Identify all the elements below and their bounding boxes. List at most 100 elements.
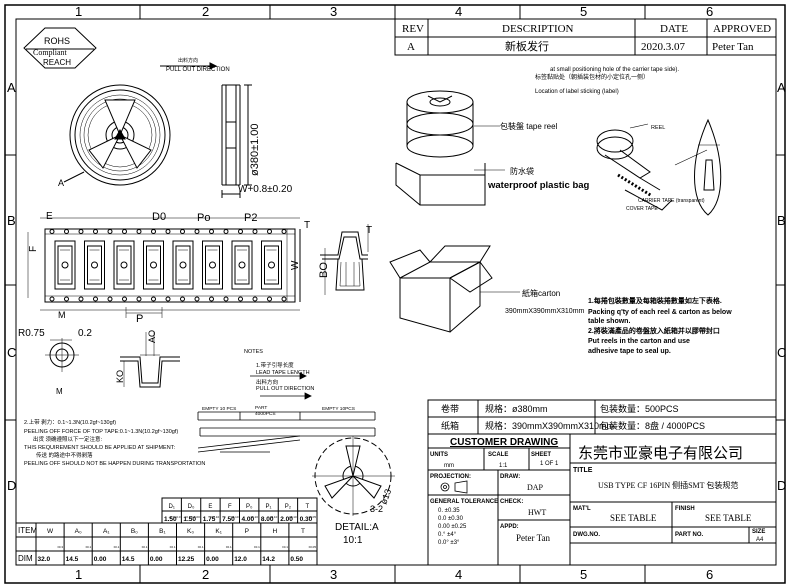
carrier-tape-label: CARRIER TAPE (transparent)	[638, 198, 705, 204]
row-label-d-right: D	[777, 478, 786, 493]
sheet-value: 1 OF 1	[540, 461, 559, 467]
description-value: 新板发行	[505, 39, 549, 53]
carton-label: 紙箱carton	[522, 288, 560, 298]
dim-upper-tolerance: ±0.10	[250, 515, 258, 519]
sprocket-hole	[78, 296, 84, 302]
date-header: DATE	[660, 23, 688, 35]
sprocket-hole	[122, 296, 127, 302]
sheet-label: SHEET	[531, 452, 551, 458]
rev-header: REV	[402, 23, 424, 35]
dim-upper-tolerance: ±0.10	[212, 515, 220, 519]
labeled-reel-illustration	[596, 118, 722, 216]
tape-label-e: E	[46, 211, 53, 222]
title-block	[427, 433, 777, 566]
packing-notes: 1.每捲包裝數量及每箱裝捲數量如左下表格. Packing q'ty of ea…	[588, 296, 732, 355]
sprocket-hole	[252, 229, 258, 234]
outer-frame	[4, 4, 786, 584]
sprocket-hole	[238, 229, 243, 234]
detail-a-dim1: ø13	[378, 488, 393, 506]
appd-label: APPD:	[500, 524, 519, 530]
rohs-badge: ROHS Compliant REACH	[23, 27, 97, 69]
note-2-a: 2.上带 剥力：0.1~1.3N(10.2gf~130gf)	[24, 418, 116, 426]
notes-block: NOTES 1.带子引导长度 LEAD TAPE LENGTH 出料方向 PUL…	[24, 349, 314, 467]
pack-reel-qty: 包装数量：500PCS	[600, 403, 679, 414]
column-ticks	[5, 5, 785, 583]
sprocket-hole	[180, 296, 185, 302]
col-label-1: 1	[75, 4, 82, 19]
row-label-a-right: A	[777, 80, 786, 95]
date-value: 2020.3.07	[641, 41, 686, 53]
dim-lower-header: B₀	[131, 528, 138, 535]
tolerance-2: 0.0 ±0.30	[438, 516, 464, 522]
empty-right-label: EMPTY 10PCS	[322, 406, 355, 412]
dim-upper-header: P₁	[266, 504, 272, 510]
row-label-a: A	[7, 80, 16, 95]
sprocket-hole	[223, 229, 229, 234]
sprocket-hole	[165, 296, 171, 302]
item-label: ITEM	[18, 526, 37, 535]
note-2-b: PEELING OFF FORCE OF TOP TAPE:0.1~1.3N(1…	[24, 429, 178, 435]
note-1-cn: 1.带子引导长度	[256, 361, 294, 369]
dim-lower-header: A₁	[103, 528, 110, 535]
dim-lower-value: 12.25	[178, 556, 195, 563]
tape-label-t2: T	[366, 225, 372, 236]
compliant-label: Compliant	[33, 48, 68, 57]
tape-label-bo: BO	[318, 262, 330, 278]
tape-label-f: F	[28, 246, 39, 252]
tape-label-p2: P2	[244, 212, 257, 224]
dim-lower-header: T	[301, 528, 305, 535]
dim-lower-tolerance: ±0.1	[113, 545, 119, 549]
dim-lower-tolerance: ±0.1	[282, 545, 288, 549]
dim-lower-header: K₀	[187, 528, 194, 535]
pull-out-cn: 出料方向	[178, 57, 198, 64]
units-label: UNITS	[430, 452, 448, 458]
col-label-3: 3	[330, 4, 337, 19]
sprocket-hole	[49, 229, 55, 234]
sprocket-hole	[49, 296, 55, 302]
packing-note-1-en-a: Packing q'ty of each reel & carton as be…	[588, 309, 732, 316]
col-label-3-bottom: 3	[330, 567, 337, 582]
dim-upper-header: D₁	[169, 504, 175, 510]
note-2-e: 传送 的路途中不得剥落	[36, 451, 93, 459]
dim-upper-tolerance: ±0.10	[270, 515, 278, 519]
sprocket-hole	[122, 229, 127, 234]
label-location: Location of label sticking (label)	[535, 89, 619, 95]
description-header: DESCRIPTION	[502, 23, 574, 35]
pull-out-label: PULL OUT DIRECTION	[166, 67, 230, 73]
dim-lower-value: 12.0	[234, 556, 247, 563]
dim-upper-value: 1.50	[164, 516, 177, 523]
units-value: mm	[444, 463, 454, 469]
dim-upper-tolerance: ±0.10	[231, 515, 239, 519]
sprocket-hole	[107, 296, 113, 302]
projection-icon	[440, 480, 468, 494]
packing-note-2-en-a: Put reels in the carton and use	[588, 338, 690, 345]
packing-note-2-cn: 2.將裝滿產品的卷盤放入紙箱并以膠帶封口	[588, 326, 720, 335]
col-label-6: 6	[706, 4, 713, 19]
sprocket-hole	[93, 229, 98, 234]
dim-lower-tolerance: ±0.1	[226, 545, 232, 549]
tape-label-t: T	[304, 220, 310, 231]
title-label: TITLE	[573, 467, 593, 474]
part-count: 4000PCS	[255, 411, 276, 417]
bag-cn-label: 防水袋	[510, 166, 534, 176]
tape-label-d0: D0	[152, 211, 166, 223]
packing-table-text: 卷带 规格：ø380mm 包装数量：500PCS 纸箱 规格：390mmX390…	[441, 403, 705, 431]
tape-label-po: Po	[197, 212, 210, 224]
tolerance-label: GENERAL TOLERANCE	[430, 499, 498, 505]
dim-upper-header: T	[305, 504, 309, 510]
sprocket-hole	[223, 296, 229, 302]
leader-tape-labels: EMPTY 10 PCS PART 4000PCS EMPTY 10PCS	[202, 405, 355, 417]
sprocket-hole	[136, 296, 142, 302]
tape-pocket	[54, 240, 76, 290]
revision-block: REV DESCRIPTION DATE APPROVED A 新板发行 202…	[394, 18, 777, 56]
packing-note-1-cn: 1.每捲包裝數量及每箱裝捲數量如左下表格.	[588, 296, 722, 305]
detail-a-dim2: 3-2	[370, 504, 383, 514]
packing-note-2-en-b: adhesive tape to seal up.	[588, 348, 671, 355]
sprocket-hole	[194, 296, 200, 302]
tape-pocket	[202, 240, 223, 290]
scale-value: 1:1	[499, 463, 508, 469]
draw-value: DAP	[527, 483, 544, 492]
sprocket-hole	[151, 296, 156, 302]
pack-reel-spec: 规格：ø380mm	[485, 403, 548, 414]
